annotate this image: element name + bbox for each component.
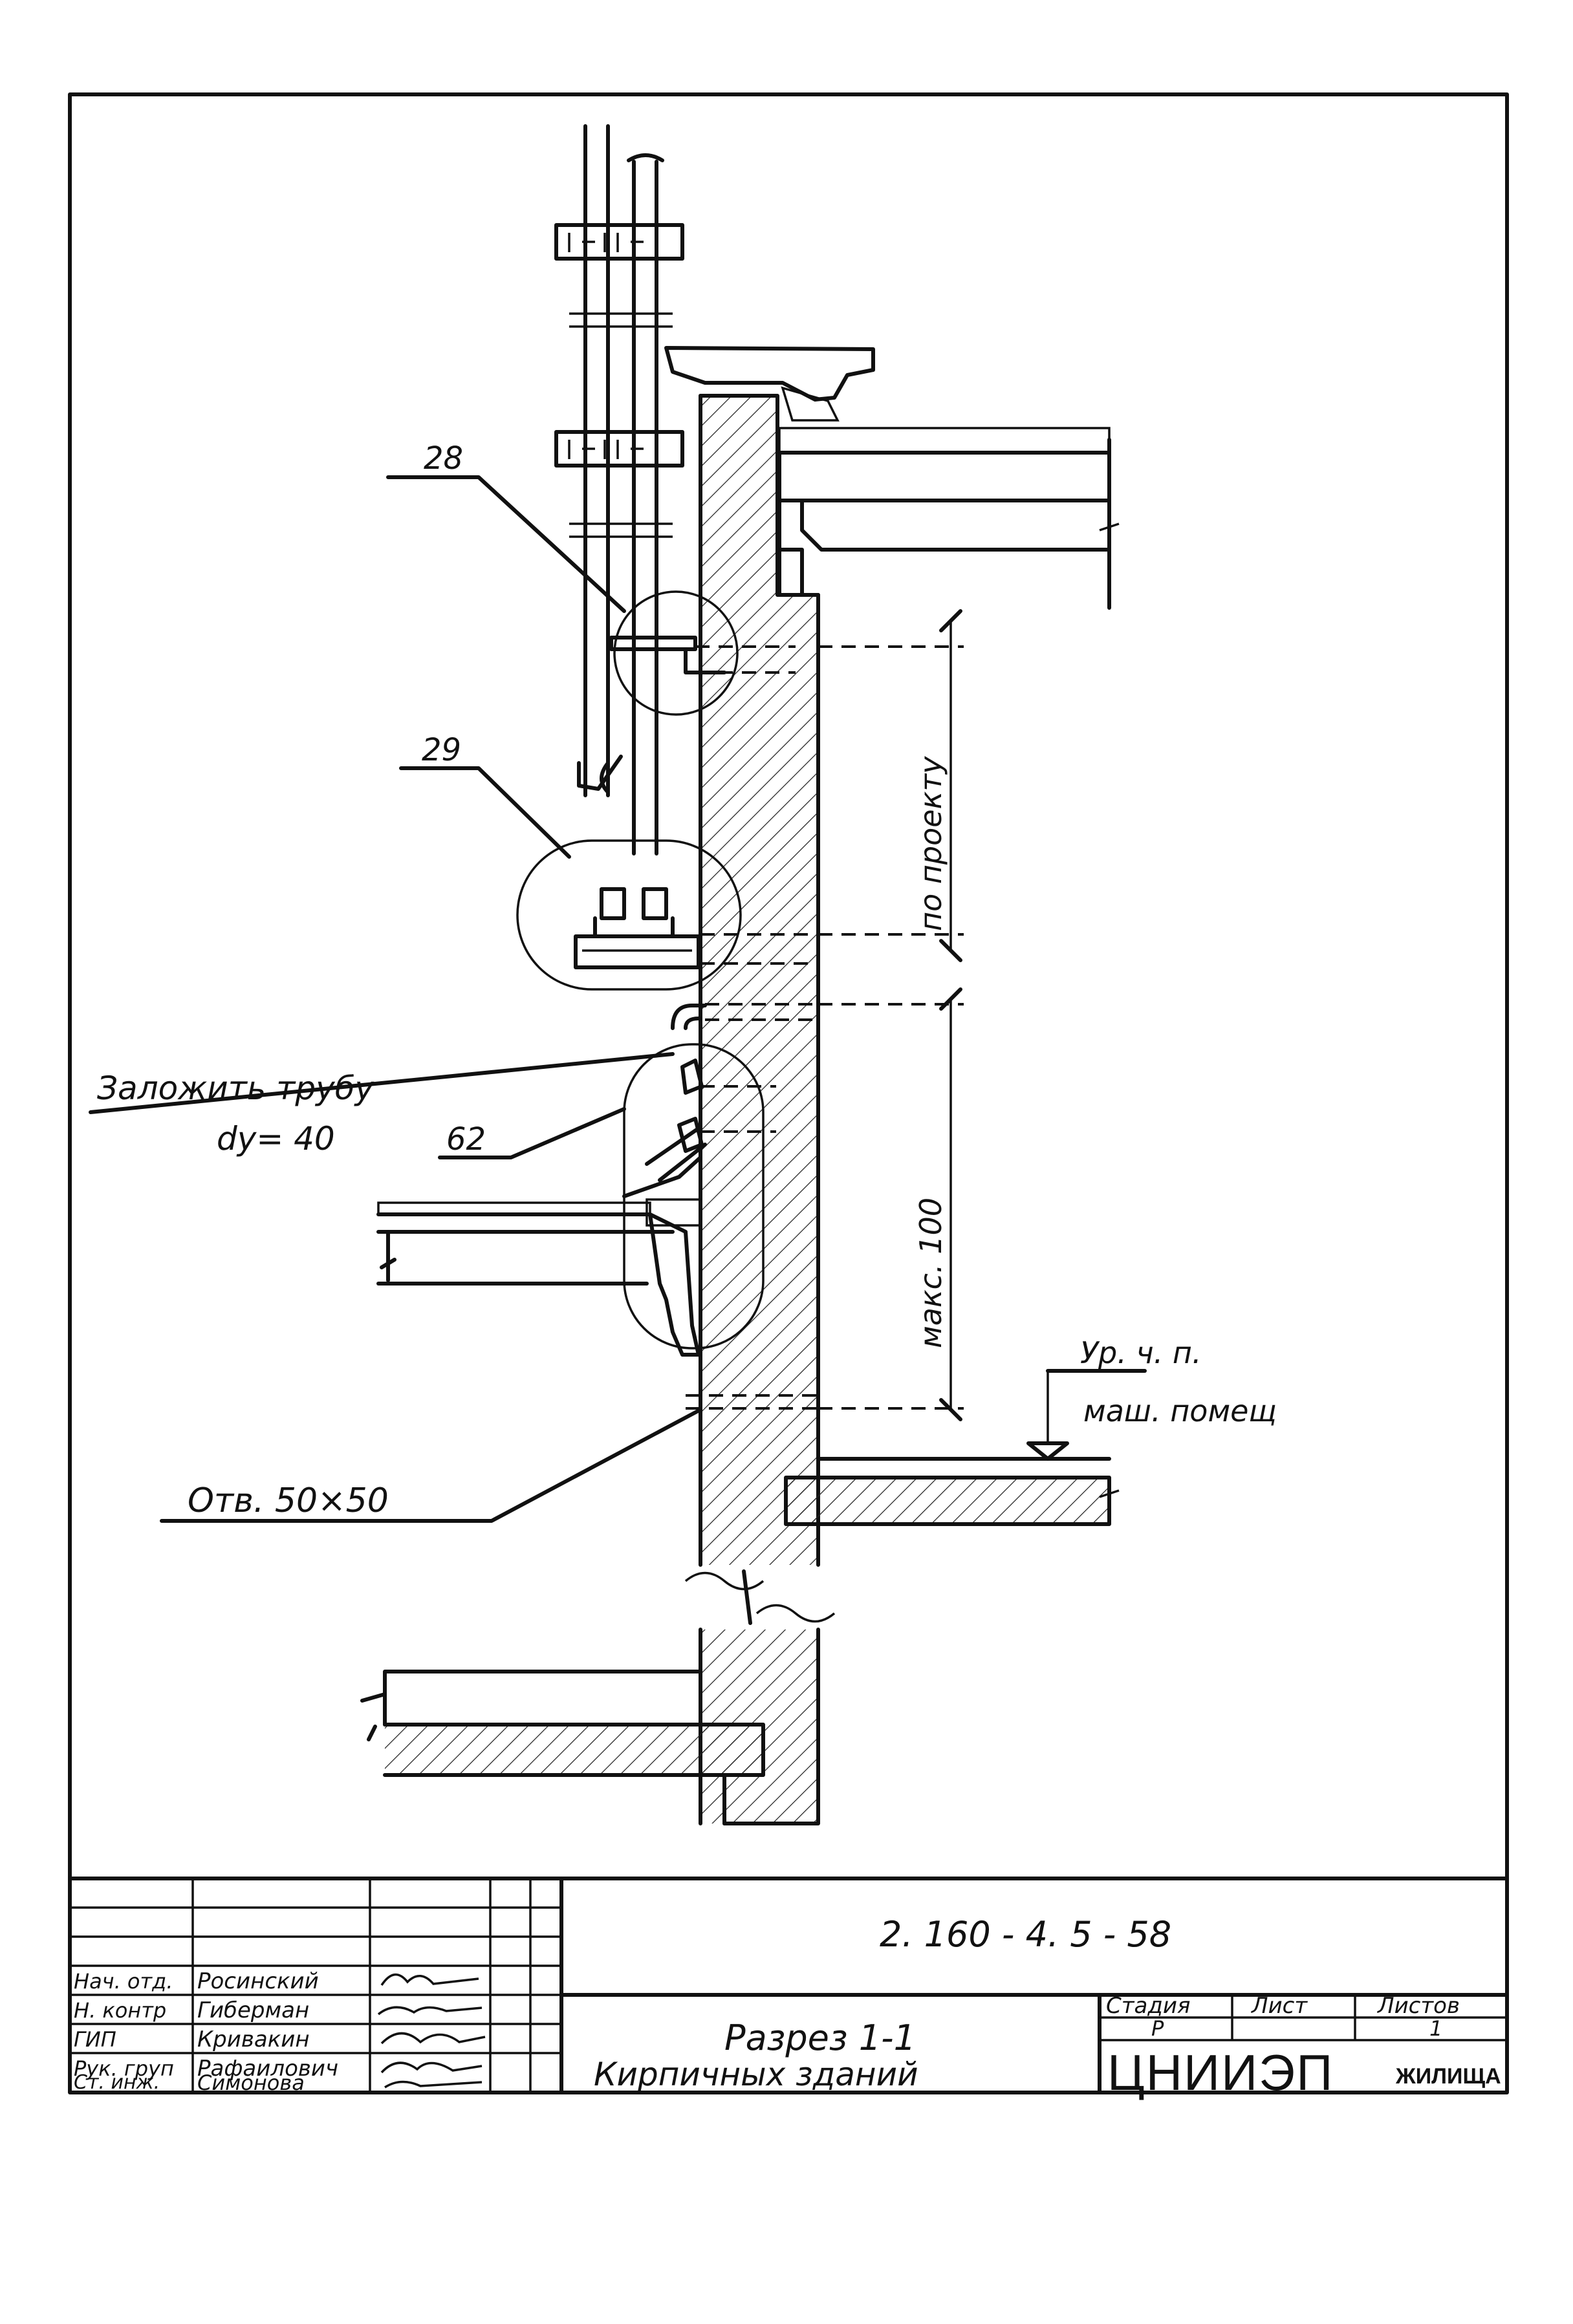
callout-62: 62 bbox=[446, 1121, 486, 1157]
base-29 bbox=[516, 839, 818, 991]
sheets-header: Листов bbox=[1376, 1993, 1460, 2019]
stage-header: Стадия bbox=[1106, 1993, 1190, 2019]
sheet-frame bbox=[68, 92, 1509, 2094]
staff-name: Симонова bbox=[197, 2071, 305, 2095]
sheet-header: Лист bbox=[1250, 1993, 1308, 2019]
level-room-label: маш. помещ bbox=[1083, 1393, 1277, 1428]
org-logo: ЦНИИЭП bbox=[1107, 2044, 1334, 2101]
org-suffix: ЖИЛИЩА bbox=[1395, 2064, 1501, 2089]
pipe-sleeve bbox=[671, 1003, 818, 1030]
signatures bbox=[377, 1974, 486, 2089]
bottom-slab bbox=[360, 1670, 765, 1825]
bracket-28 bbox=[609, 590, 796, 716]
lower-roof-slab bbox=[376, 1201, 700, 1357]
stage-value: Р bbox=[1151, 2016, 1164, 2041]
hole-note: Отв. 50×50 bbox=[188, 1481, 389, 1520]
dimension-project bbox=[818, 609, 964, 962]
dimension-max-label: макс. 100 bbox=[913, 1198, 948, 1348]
staff-role: ГИП bbox=[74, 2027, 116, 2052]
level-label: Ур. ч. п. bbox=[1080, 1335, 1202, 1370]
dimension-max bbox=[818, 987, 964, 1421]
antenna-mast bbox=[554, 124, 684, 855]
dimension-project-label: по проекту bbox=[913, 756, 948, 931]
title-block bbox=[68, 1877, 1509, 2094]
drawing-title: Разрез 1-1 bbox=[724, 2017, 916, 2058]
staff-name: Гиберман bbox=[197, 1997, 309, 2023]
staff-name: Кривакин bbox=[197, 2027, 310, 2052]
staff-role: Рук. груп bbox=[74, 2056, 174, 2081]
staff-name: Рафаилович bbox=[197, 2056, 338, 2082]
callout-29: 29 bbox=[422, 732, 461, 768]
callout-28: 28 bbox=[424, 440, 463, 477]
pipe-note: Заложить трубу bbox=[97, 1070, 375, 1107]
pipe-note-diameter: dy= 40 bbox=[217, 1120, 335, 1157]
staff-role: Н. контр bbox=[74, 1998, 166, 2023]
staff-name: Росинский bbox=[197, 1968, 319, 1994]
staff-role: Ст. инж. bbox=[74, 2071, 160, 2094]
drawing-subtitle: Кирпичных зданий bbox=[594, 2056, 918, 2093]
level-mark bbox=[1026, 1371, 1069, 1461]
document-code: 2. 160 - 4. 5 - 58 bbox=[880, 1914, 1171, 1955]
staff-role: Нач. отд. bbox=[74, 1969, 173, 1994]
roof-slab bbox=[777, 427, 1120, 610]
sheets-value: 1 bbox=[1429, 2016, 1442, 2041]
leader-lines bbox=[89, 475, 1147, 1523]
flashing-62 bbox=[622, 1043, 776, 1350]
machine-room-slab bbox=[784, 1457, 1120, 1526]
parapet-coping bbox=[664, 346, 875, 422]
